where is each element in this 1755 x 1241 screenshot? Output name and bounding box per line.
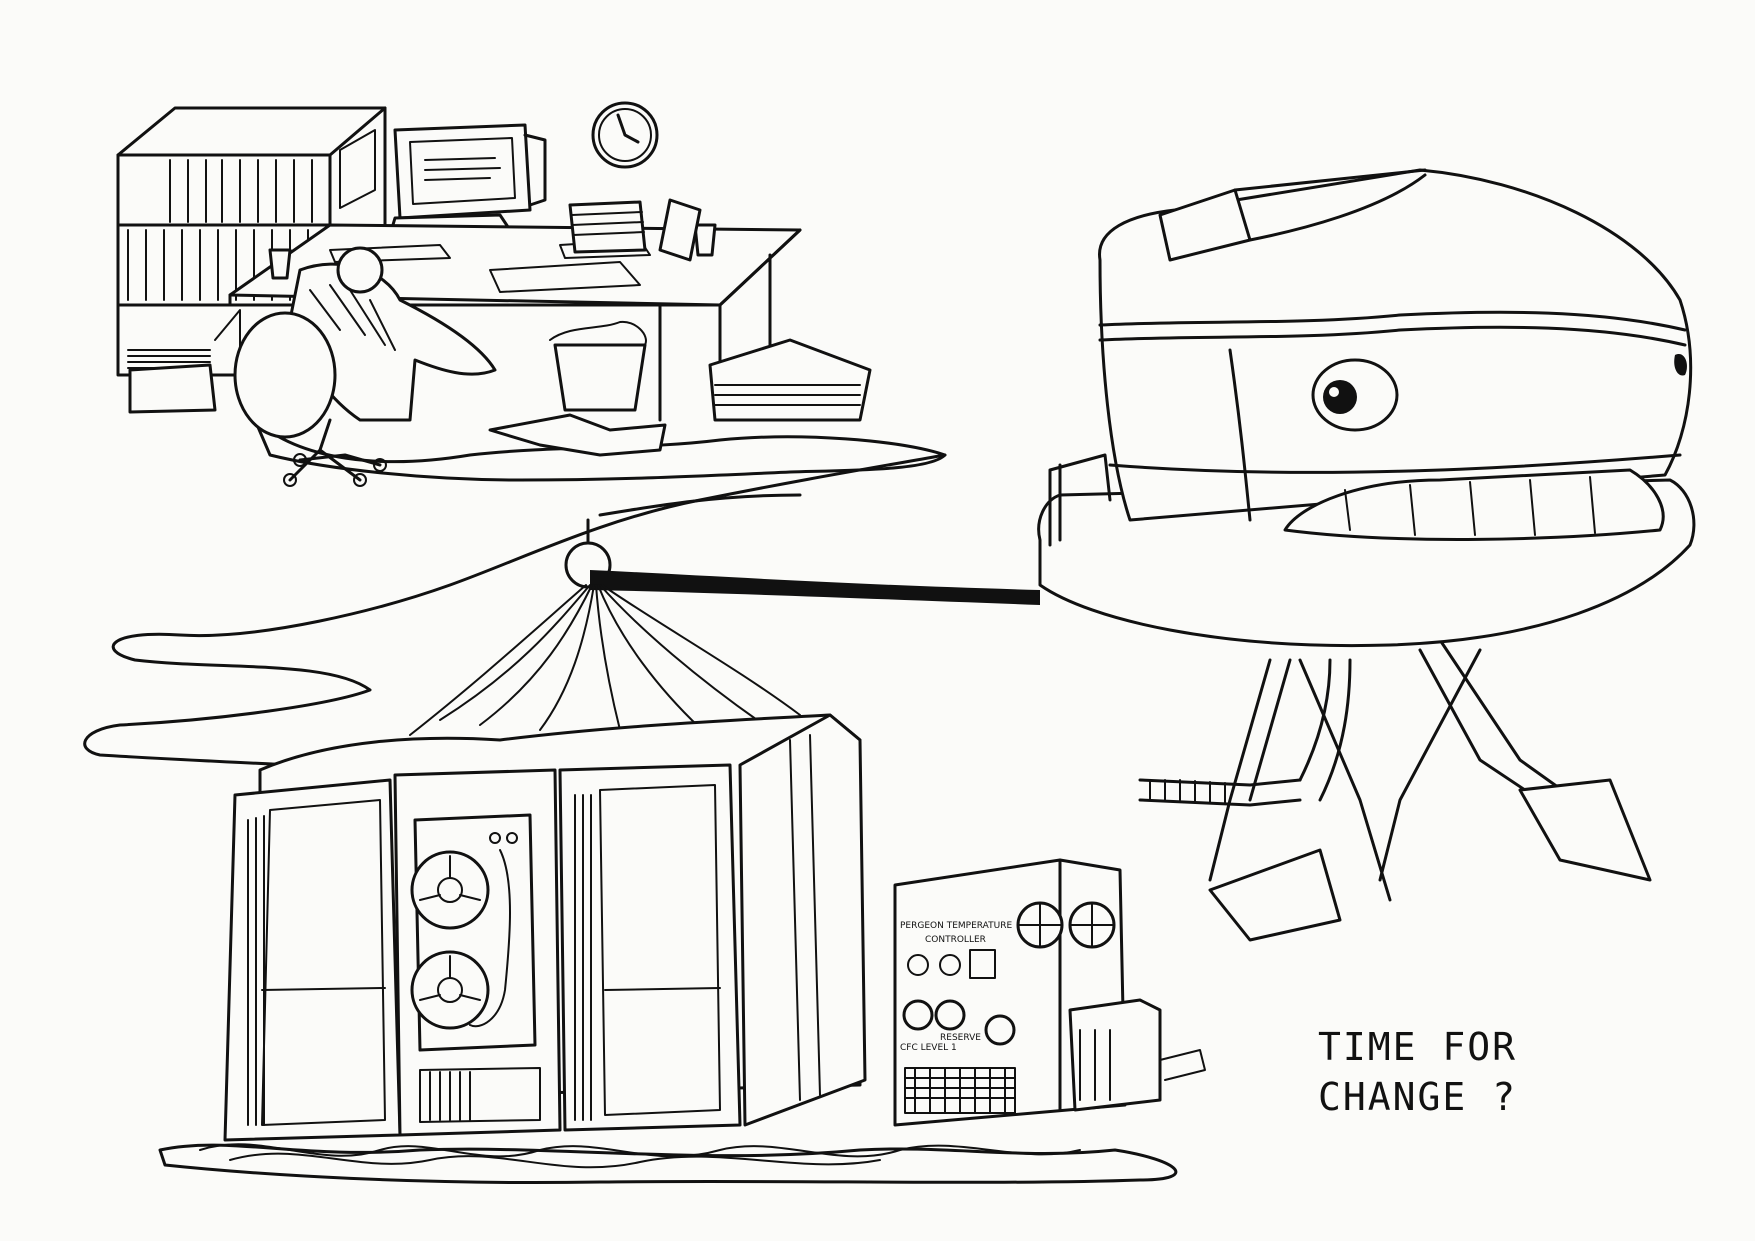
wall-clock-icon xyxy=(591,101,659,169)
desk xyxy=(228,198,802,422)
wastebasket xyxy=(549,320,647,412)
cabinet-left xyxy=(223,778,402,1142)
controller-subtitle: CONTROLLER xyxy=(925,935,986,945)
tape-reel-icon xyxy=(410,950,490,1030)
temperature-controller-box: PERGEON TEMPERATURE CONTROLLER CFC LEVEL… xyxy=(893,858,1206,1127)
controller-title: PERGEON TEMPERATURE xyxy=(900,921,1012,931)
tape-reel-icon xyxy=(410,850,490,930)
caption-line-2: CHANGE ? xyxy=(1318,1075,1518,1119)
person-at-desk xyxy=(233,246,497,487)
cfc-level-label: CFC LEVEL 1 xyxy=(900,1043,957,1053)
reserve-label: RESERVE xyxy=(940,1033,981,1043)
cable-bundle xyxy=(409,518,1040,736)
caption-line-1: TIME FOR xyxy=(1318,1025,1518,1069)
pod-mouth xyxy=(1283,468,1665,541)
caption-text: TIME FOR CHANGE ? xyxy=(1318,1022,1517,1122)
computer-monitor-icon xyxy=(388,123,547,237)
flight-simulator-pod xyxy=(1037,168,1696,942)
cable-stream xyxy=(83,453,947,772)
cabinet-right xyxy=(558,763,742,1132)
office-desk-scene xyxy=(116,101,947,487)
pod-eye xyxy=(1311,358,1399,432)
tape-drive-cabinet xyxy=(393,768,562,1137)
mainframe-cabinets xyxy=(158,713,1178,1185)
